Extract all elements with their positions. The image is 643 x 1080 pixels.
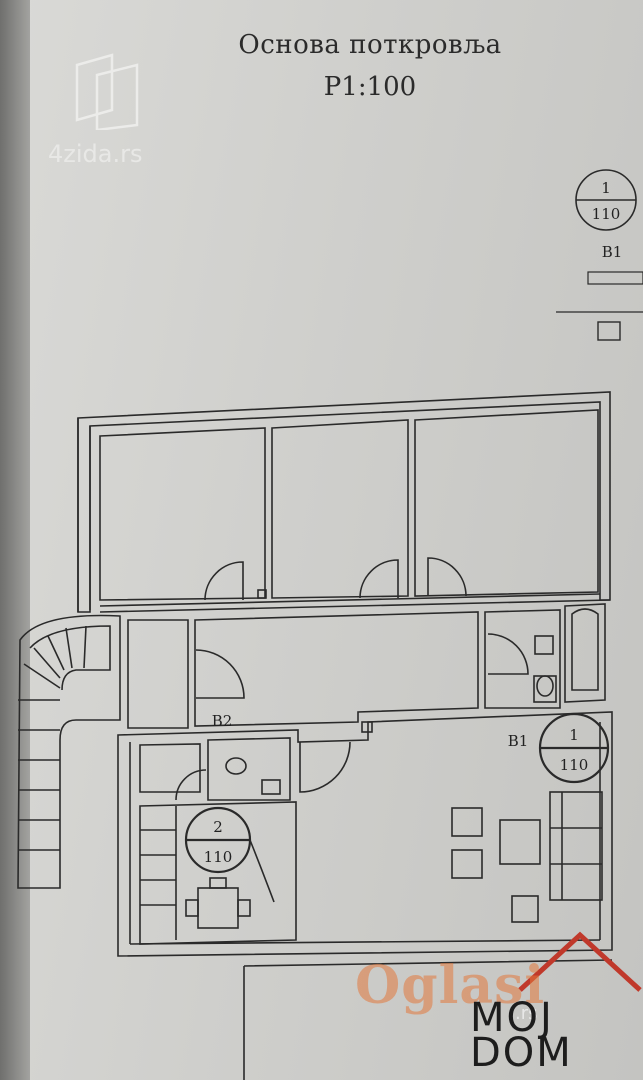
drawing-scale: P1:100 (323, 72, 417, 102)
left-marker-number: 2 (213, 818, 223, 836)
roof-logo-icon (518, 931, 642, 992)
oglasi-watermark: Oglasi (355, 955, 546, 1016)
top-marker-label: B1 (602, 243, 623, 261)
top-marker-sheet: 110 (592, 205, 621, 223)
4zida-watermark: 4zida.rs (48, 140, 143, 168)
page-edge-shadow (0, 0, 30, 1080)
section-tag-icon (597, 321, 621, 341)
left-marker-label: B2 (212, 712, 233, 730)
paper-sheet (18, 0, 643, 1080)
small-watermark: .rs (515, 1003, 538, 1024)
left-marker-sheet: 110 (204, 848, 233, 866)
4zida-logo-icon (75, 53, 139, 130)
mid-marker-label: B1 (508, 732, 529, 750)
mid-marker-number: 1 (569, 726, 579, 744)
moj-watermark: MOJ (470, 995, 554, 1041)
drawing-title: Основа поткровља (238, 30, 502, 60)
section-bar-icon (587, 271, 643, 285)
mid-marker-sheet: 110 (560, 756, 589, 774)
dom-watermark: DOM (470, 1030, 573, 1076)
top-marker-number: 1 (601, 179, 611, 197)
